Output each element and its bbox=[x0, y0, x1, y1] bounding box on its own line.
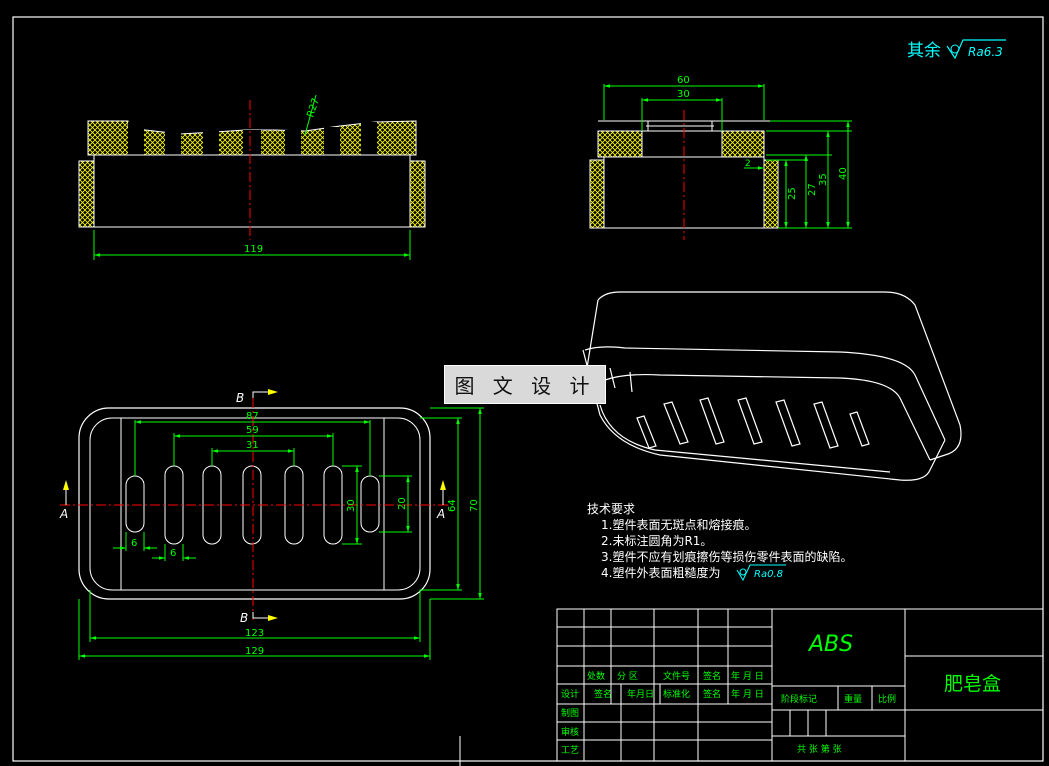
tech-item-4-roughness: Ra0.8 bbox=[754, 569, 783, 580]
header-zone: 分 区 bbox=[617, 671, 638, 682]
row-standard-sign: 签名 bbox=[703, 688, 721, 700]
tech-item-1: 1.塑件表面无斑点和熔接痕。 bbox=[601, 517, 756, 532]
dim-20: 20 bbox=[397, 497, 408, 510]
material-label: ABS bbox=[807, 632, 853, 657]
watermark: 图 文 设 计 bbox=[444, 365, 606, 404]
tech-title: 技术要求 bbox=[587, 502, 635, 516]
tech-requirements: 技术要求 1.塑件表面无斑点和熔接痕。 2.未标注圆角为R1。 3.塑件不应有划… bbox=[587, 502, 852, 582]
drawing-frame bbox=[12, 16, 1044, 762]
title-block-text: ABS 肥皂盒 处数 分 区 文件号 签名 年 月 日 设计 签名 年月日 标准… bbox=[561, 632, 1001, 756]
roughness-value: Ra6.3 bbox=[968, 45, 1003, 59]
header-sign: 签名 bbox=[703, 670, 721, 682]
row-design-date: 年月日 bbox=[627, 688, 654, 700]
isometric-view bbox=[582, 291, 962, 481]
draw-label: 制图 bbox=[561, 707, 579, 719]
header-date: 年 月 日 bbox=[731, 670, 764, 682]
dim-129: 129 bbox=[245, 646, 264, 657]
front-section-view: R27 119 bbox=[78, 94, 426, 260]
title-block bbox=[459, 608, 1044, 766]
row-standard: 标准化 bbox=[663, 688, 690, 700]
header-count: 处数 bbox=[587, 670, 605, 682]
row-design: 设计 bbox=[561, 688, 579, 700]
tech-item-3: 3.塑件不应有划痕擦伤等损伤零件表面的缺陷。 bbox=[601, 549, 852, 564]
dim-30-top: 30 bbox=[677, 89, 690, 100]
top-view: B B A A bbox=[59, 389, 484, 660]
roughness-prefix: 其余 bbox=[907, 41, 941, 61]
dim-64: 64 bbox=[447, 499, 458, 512]
section-mark-b-top: B bbox=[236, 391, 244, 405]
row-design-sign: 签名 bbox=[594, 688, 612, 700]
dim-87: 87 bbox=[246, 411, 259, 422]
dim-40: 40 bbox=[838, 167, 849, 180]
dim-59: 59 bbox=[246, 425, 259, 436]
stage-label: 阶段标记 bbox=[781, 693, 817, 705]
weight-label: 重量 bbox=[844, 693, 862, 705]
section-mark-a-right: A bbox=[436, 507, 445, 521]
section-mark-a-left: A bbox=[59, 507, 68, 521]
tech-item-4: 4.塑件外表面粗糙度为 bbox=[601, 565, 720, 580]
dim-30-side: 30 bbox=[346, 499, 357, 512]
dim-r27: R27 bbox=[305, 97, 322, 119]
part-name: 肥皂盒 bbox=[944, 673, 1001, 695]
dim-6-a: 6 bbox=[131, 538, 137, 549]
dim-60: 60 bbox=[677, 75, 690, 86]
roughness-note: 其余 Ra6.3 bbox=[907, 39, 1006, 61]
dim-119: 119 bbox=[244, 244, 263, 255]
dim-70: 70 bbox=[469, 499, 480, 512]
sheets-label: 共 张 第 张 bbox=[797, 743, 842, 755]
dim-31: 31 bbox=[246, 440, 259, 451]
scale-label: 比例 bbox=[878, 693, 896, 705]
section-mark-b-bottom: B bbox=[240, 611, 248, 625]
side-section-view: 60 30 2 25 27 35 40 bbox=[589, 75, 852, 240]
tech-item-2: 2.未标注圆角为R1。 bbox=[601, 533, 712, 548]
dim-27: 27 bbox=[807, 183, 818, 196]
dim-25: 25 bbox=[787, 187, 798, 200]
dim-6-b: 6 bbox=[170, 548, 176, 559]
row-standard-date: 年 月 日 bbox=[731, 688, 764, 700]
review-label: 审核 bbox=[561, 726, 579, 738]
process-label: 工艺 bbox=[561, 745, 579, 756]
dim-2: 2 bbox=[745, 159, 751, 169]
dim-123: 123 bbox=[245, 628, 264, 639]
header-file: 文件号 bbox=[663, 670, 690, 682]
dim-35: 35 bbox=[818, 173, 829, 186]
